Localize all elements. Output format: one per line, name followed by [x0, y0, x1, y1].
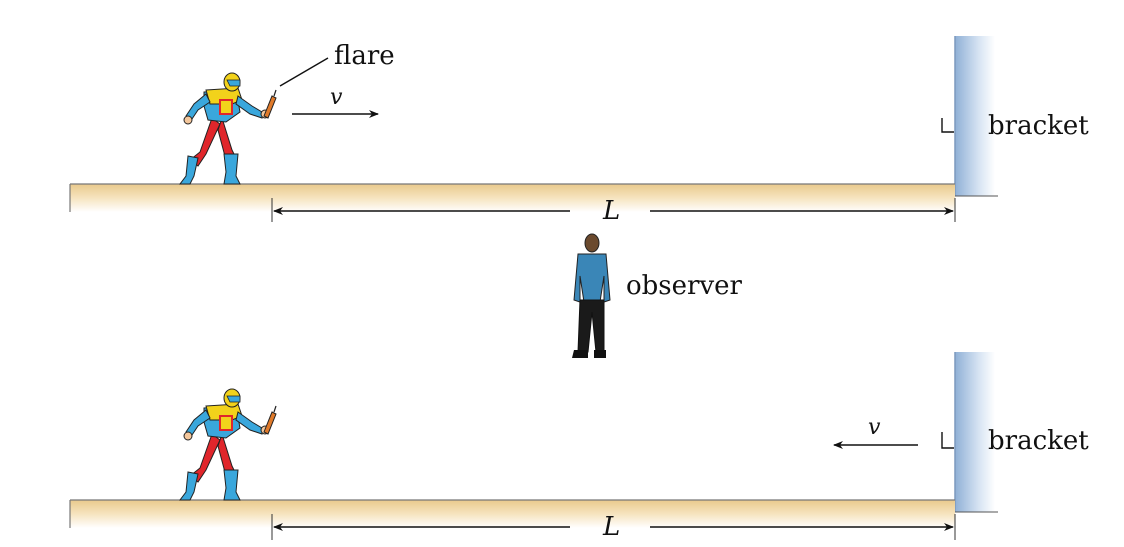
hero-figure-bottom	[179, 388, 277, 501]
observer-label: observer	[626, 271, 743, 301]
platform-top	[70, 184, 955, 212]
bracket-label-bottom: bracket	[988, 426, 1089, 456]
flare-label: flare	[334, 41, 395, 71]
hero-figure-top	[179, 72, 277, 185]
bracket-icon-bottom	[941, 432, 954, 449]
wall-bottom	[955, 352, 995, 512]
platform-bottom	[70, 500, 955, 528]
bracket-icon-top	[941, 118, 954, 133]
bottom-scene: bracket v L	[69, 352, 1089, 542]
length-label-top: L	[602, 196, 620, 226]
wall-top	[955, 36, 995, 196]
velocity-label-top: v	[330, 85, 343, 110]
observer-group: observer	[571, 233, 743, 359]
length-label-bottom: L	[602, 512, 620, 542]
bracket-label-top: bracket	[988, 111, 1089, 141]
observer-figure	[571, 233, 611, 359]
velocity-label-bottom: v	[868, 415, 881, 440]
flare-pointer	[279, 57, 329, 87]
top-scene: bracket flare v L	[69, 36, 1089, 226]
